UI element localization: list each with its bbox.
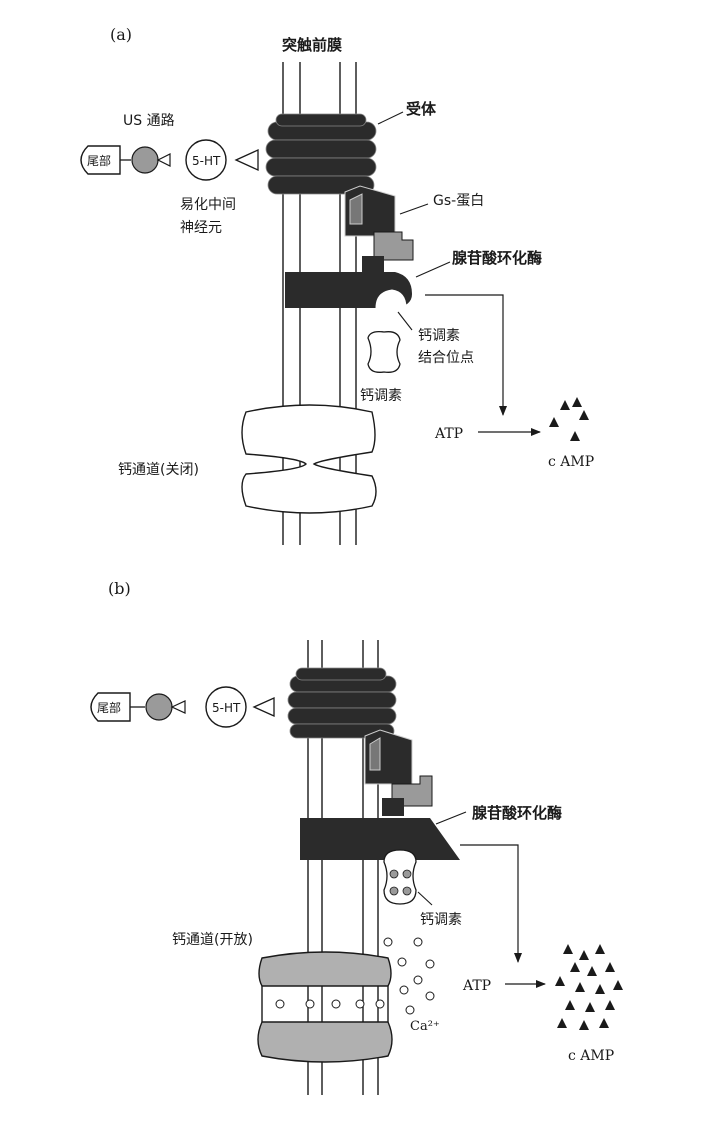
gs-protein-label: Gs-蛋白 bbox=[433, 193, 484, 209]
calcium-ions bbox=[383, 937, 435, 1015]
gs-protein-a bbox=[344, 185, 414, 282]
facilitating-neuron-label-2: 神经元 bbox=[180, 220, 222, 236]
panel-b-tag: (b) bbox=[108, 579, 131, 598]
tail-label-a: 尾部 bbox=[87, 153, 111, 168]
receptor-b bbox=[287, 667, 397, 739]
atp-label-a: ATP bbox=[434, 426, 463, 442]
adenylyl-cyclase-label-b: 腺苷酸环化酶 bbox=[472, 804, 562, 822]
camp-label-a: c AMP bbox=[548, 454, 594, 470]
adenylyl-cyclase-label-a: 腺苷酸环化酶 bbox=[452, 249, 542, 267]
atp-label-b: ATP bbox=[462, 978, 491, 994]
calmodulin-label-a: 钙调素 bbox=[360, 388, 402, 404]
tail-terminal-b: 尾部 5-HT bbox=[90, 686, 275, 728]
camp-molecules-a bbox=[549, 397, 589, 441]
panel-a: (a) 突触前膜 US 通路 尾部 5-HT 易化中间 神经元 bbox=[80, 25, 594, 545]
serotonin-terminal-a bbox=[185, 139, 227, 181]
calmodulin-b bbox=[383, 849, 417, 905]
channel-label-a: 钙通道(关闭) bbox=[118, 462, 199, 478]
calmodulin-a bbox=[367, 330, 401, 373]
calmodulin-site-label-1: 钙调素 bbox=[418, 328, 460, 344]
panel-b: (b) 尾部 5-HT bbox=[90, 579, 623, 1095]
calmodulin-label-b: 钙调素 bbox=[420, 912, 462, 928]
receptor-a bbox=[265, 113, 377, 195]
serotonin-label-b: 5-HT bbox=[212, 701, 241, 715]
open-channel bbox=[257, 951, 393, 1063]
channel-label-b: 钙通道(开放) bbox=[172, 932, 253, 948]
camp-label-b: c AMP bbox=[568, 1048, 614, 1064]
gs-protein-b bbox=[364, 729, 433, 816]
camp-molecules-b bbox=[555, 944, 623, 1030]
closed-channel bbox=[241, 404, 377, 514]
membrane-label: 突触前膜 bbox=[282, 36, 342, 54]
us-pathway-label: US 通路 bbox=[123, 113, 175, 129]
receptor-label: 受体 bbox=[406, 100, 437, 118]
interneuron-body-a bbox=[131, 146, 159, 174]
interneuron-body-b bbox=[145, 693, 173, 721]
calmodulin-site-label-2: 结合位点 bbox=[418, 350, 474, 366]
panel-a-tag: (a) bbox=[110, 25, 132, 44]
serotonin-label-a: 5-HT bbox=[192, 154, 221, 168]
adenylyl-cyclase-b bbox=[300, 818, 460, 860]
serotonin-terminal-b bbox=[205, 686, 247, 728]
facilitating-neuron-label-1: 易化中间 bbox=[180, 197, 236, 213]
calmodulin-binding-site-a bbox=[375, 289, 407, 309]
calcium-label: Ca²⁺ bbox=[410, 1019, 440, 1034]
tail-label-b: 尾部 bbox=[97, 700, 121, 715]
tail-terminal-a: 尾部 5-HT bbox=[80, 139, 259, 181]
